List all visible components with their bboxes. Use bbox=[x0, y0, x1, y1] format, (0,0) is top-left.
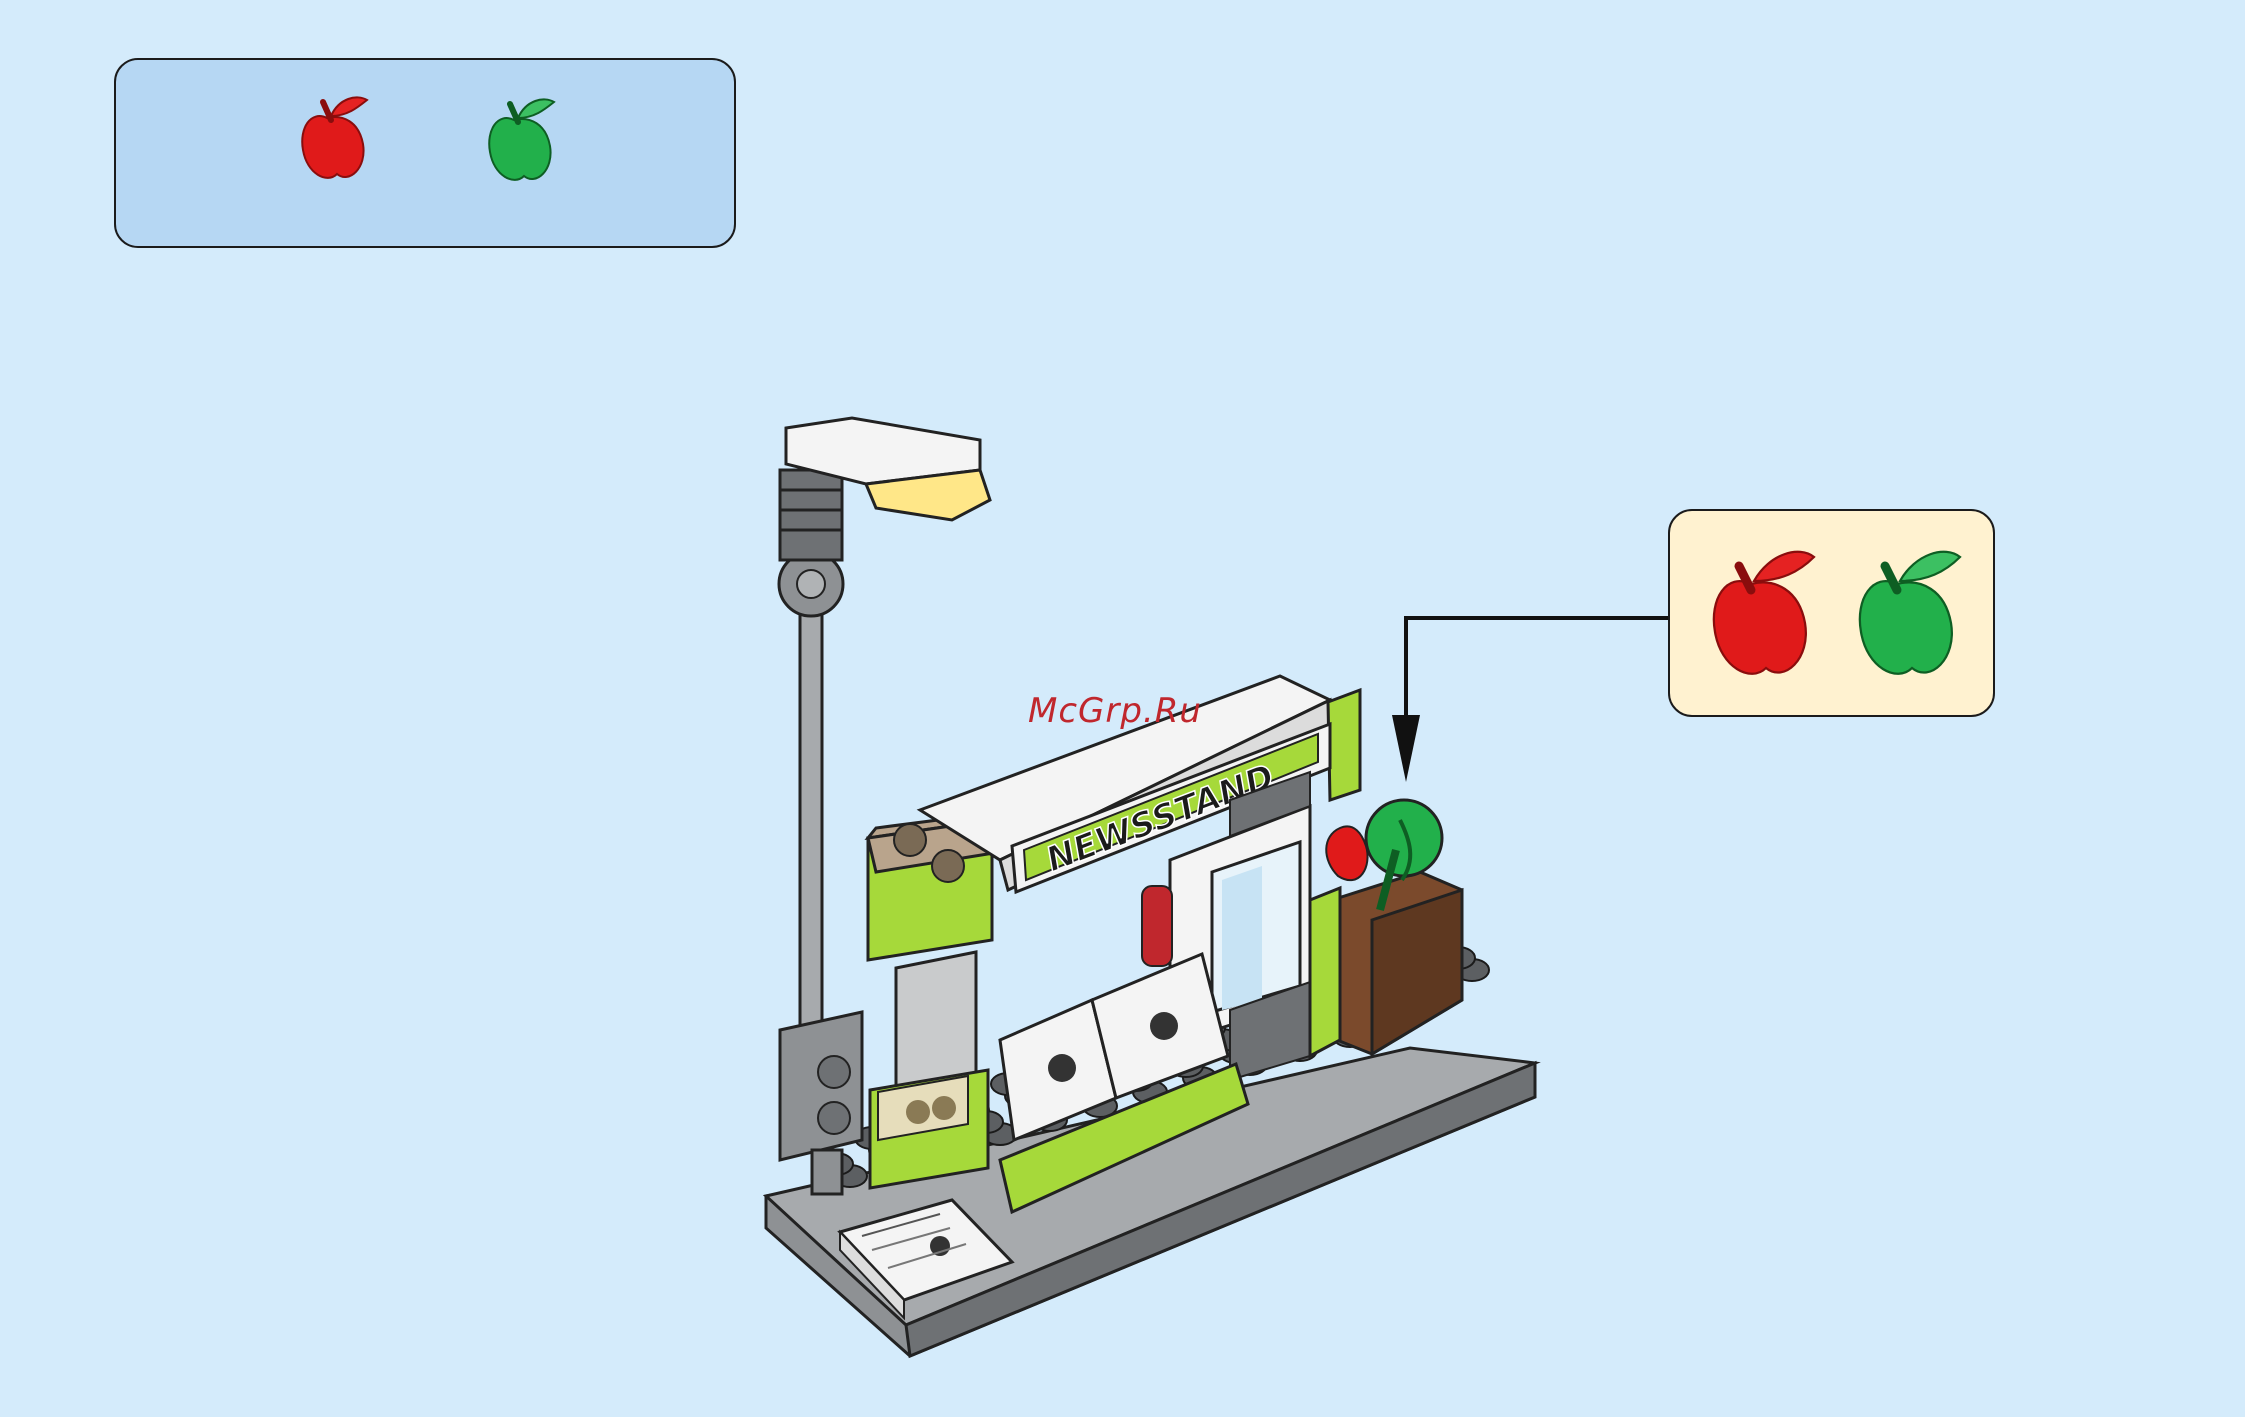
watermark-text: McGrp.Ru bbox=[1028, 691, 1202, 731]
callout-arrow bbox=[1392, 618, 1668, 782]
